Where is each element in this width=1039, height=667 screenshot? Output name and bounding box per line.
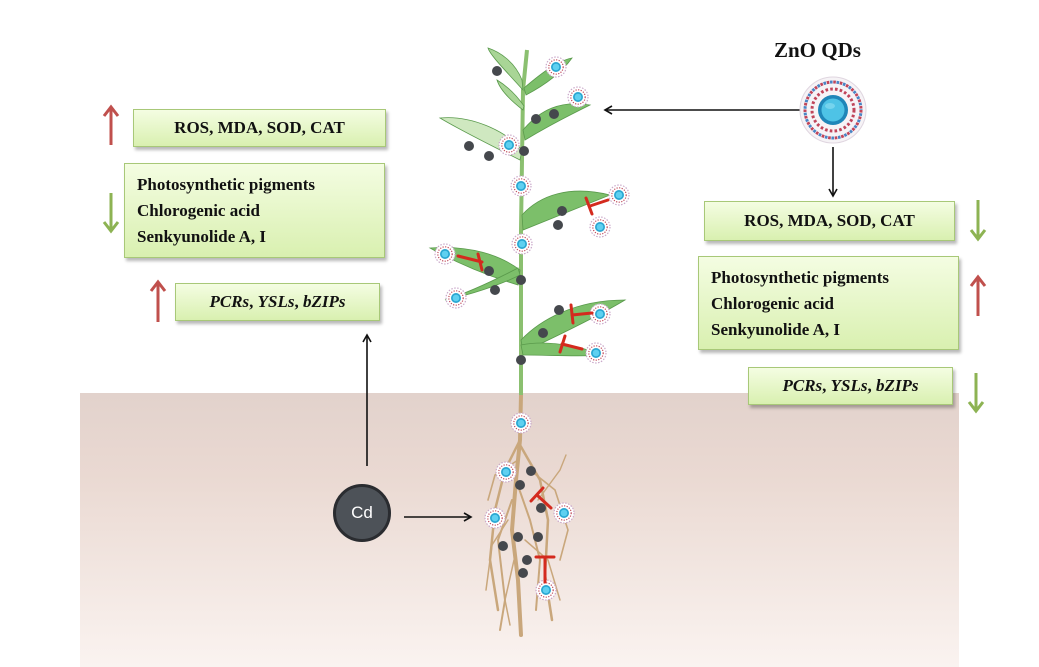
cd-metabolite-line: Senkyunolide A, I xyxy=(137,227,266,246)
zno-qd-particles xyxy=(434,56,630,601)
zno-gene-indicator-down xyxy=(967,373,985,414)
cd-metabolite-indicator-down xyxy=(102,193,120,234)
cd-metabolites-box: Photosynthetic pigments Chlorogenic acid… xyxy=(124,163,385,258)
cd-oxidative-stress-text: ROS, MDA, SOD, CAT xyxy=(174,118,345,137)
zno-qds-label: ZnO QDs xyxy=(774,38,861,62)
zno-oxidative-stress-text: ROS, MDA, SOD, CAT xyxy=(744,211,915,230)
cd-oxidative-stress-box: ROS, MDA, SOD, CAT xyxy=(133,109,386,147)
zno-genes-box: PCRs, YSLs, bZIPs xyxy=(748,367,953,405)
gene-name: PCRs xyxy=(209,292,250,311)
gene-name: YSLs xyxy=(257,292,295,311)
cd-metabolite-line: Photosynthetic pigments xyxy=(137,175,316,194)
cadmium-label: Cd xyxy=(351,503,373,522)
gene-name: bZIPs xyxy=(876,376,919,395)
gene-separator: , xyxy=(867,376,877,395)
gene-separator: , xyxy=(294,292,304,311)
gene-name: YSLs xyxy=(830,376,868,395)
cd-stress-indicator-up xyxy=(102,104,120,145)
cadmium-badge: Cd xyxy=(333,484,391,542)
zno-metabolites-box: Photosynthetic pigments Chlorogenic acid… xyxy=(698,256,959,350)
cd-genes-box: PCRs, YSLs, bZIPs xyxy=(175,283,380,321)
gene-name: bZIPs xyxy=(303,292,346,311)
zno-metabolite-indicator-up xyxy=(969,274,987,316)
gene-separator: , xyxy=(822,376,831,395)
zno-oxidative-stress-box: ROS, MDA, SOD, CAT xyxy=(704,201,955,241)
zno-metabolite-line: Senkyunolide A, I xyxy=(711,320,840,339)
zno-metabolite-line: Photosynthetic pigments xyxy=(711,268,890,287)
cd-gene-indicator-up xyxy=(149,279,167,322)
gene-separator: , xyxy=(249,292,258,311)
stem xyxy=(519,49,529,395)
gene-name: PCRs xyxy=(782,376,823,395)
zno-qd-icon xyxy=(799,76,867,144)
zno-metabolite-line: Chlorogenic acid xyxy=(711,294,834,313)
zno-stress-indicator-down xyxy=(969,200,987,242)
inhibition-marks xyxy=(456,196,610,584)
cd-metabolite-line: Chlorogenic acid xyxy=(137,201,260,220)
